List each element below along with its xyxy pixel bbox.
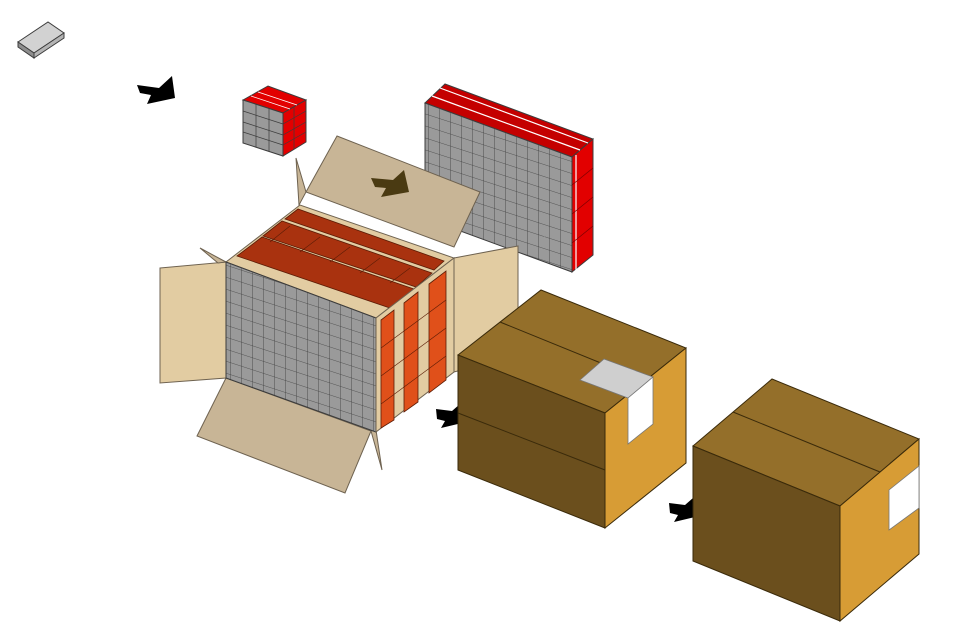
open-case-icon (159, 135, 519, 494)
taped-case-icon (457, 289, 687, 530)
arrow-icon (436, 404, 462, 428)
bundle-icon (241, 85, 308, 157)
arrow-icon (669, 498, 695, 522)
single-carton-icon (17, 21, 65, 59)
labeled-case-icon (692, 378, 920, 623)
arrow-icon (371, 170, 409, 197)
arrow-icon (137, 76, 175, 104)
